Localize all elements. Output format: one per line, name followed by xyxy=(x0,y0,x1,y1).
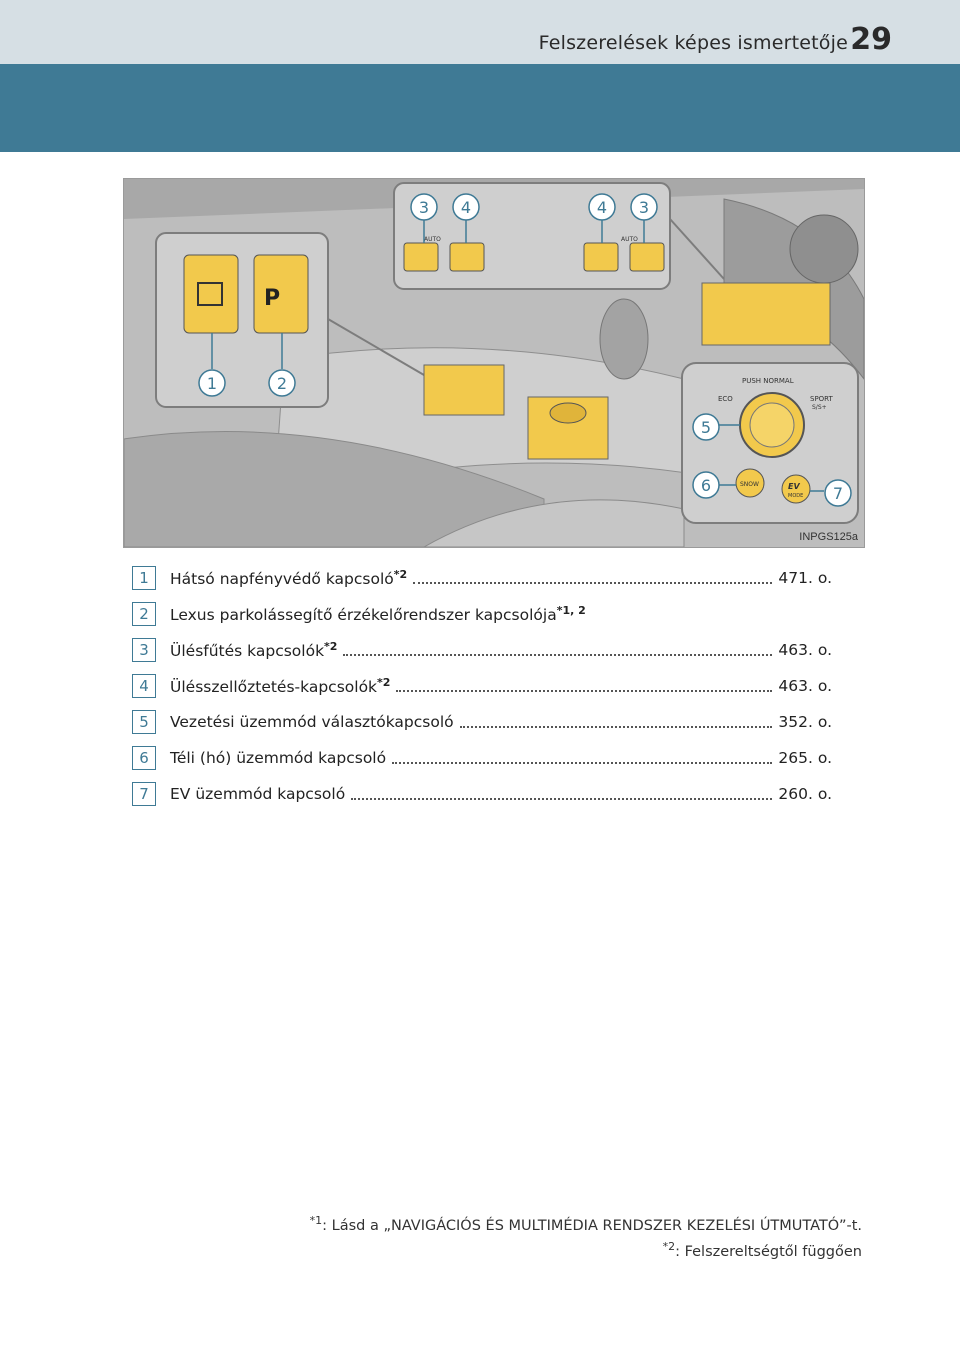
item-label: Hátsó napfényvédő kapcsoló*2 xyxy=(170,567,408,589)
leader-dots xyxy=(351,798,773,800)
page-reference[interactable]: 463. o. xyxy=(778,641,832,659)
header-band xyxy=(0,64,960,152)
footnote-2: *2: Felszereltségtől függően xyxy=(662,1239,862,1260)
footnote-1: *1: Lásd a „NAVIGÁCIÓS ÉS MULTIMÉDIA REN… xyxy=(309,1214,862,1234)
page-reference[interactable]: 463. o. xyxy=(778,677,832,695)
snow-label: SNOW xyxy=(740,481,759,488)
svg-text:3: 3 xyxy=(419,198,429,217)
callout-1: 1 xyxy=(198,369,226,397)
header-bar: Felszerelések képes ismertetője 29 xyxy=(0,0,960,64)
callout-4b: 4 xyxy=(588,193,616,221)
callout-3b: 3 xyxy=(630,193,658,221)
item-number: 5 xyxy=(132,710,156,734)
item-label: Téli (hó) üzemmód kapcsoló xyxy=(170,749,387,767)
list-item: 5 Vezetési üzemmód választókapcsoló 352.… xyxy=(132,704,832,740)
auto-right-label: AUTO xyxy=(621,236,638,243)
dashboard-illustration: P AUTO AUTO PUSH NORMAL ECO SPORT S/S+ S… xyxy=(123,178,865,548)
list-item: 7 EV üzemmód kapcsoló 260. o. xyxy=(132,776,832,812)
page-reference[interactable]: 265. o. xyxy=(778,749,832,767)
leader-dots xyxy=(413,582,773,584)
chapter-title: Felszerelések képes ismertetője xyxy=(538,32,848,54)
leader-dots xyxy=(343,654,773,656)
item-number: 1 xyxy=(132,566,156,590)
item-label: Ülésfűtés kapcsolók*2 xyxy=(170,639,338,661)
callout-2: 2 xyxy=(268,369,296,397)
svg-text:1: 1 xyxy=(207,374,217,393)
callout-6: 6 xyxy=(692,471,720,499)
leader-dots xyxy=(459,726,773,728)
callout-5: 5 xyxy=(692,413,720,441)
illustration-svg: P AUTO AUTO PUSH NORMAL ECO SPORT S/S+ S… xyxy=(124,179,864,547)
callout-4a: 4 xyxy=(452,193,480,221)
page-reference[interactable]: 352. o. xyxy=(778,713,832,731)
svg-text:3: 3 xyxy=(639,198,649,217)
list-item: 2 Lexus parkolássegítő érzékelőrendszer … xyxy=(132,596,832,632)
figure-code: INPGS125a xyxy=(799,531,858,543)
svg-text:4: 4 xyxy=(461,198,471,217)
item-number: 2 xyxy=(132,602,156,626)
item-list: 1 Hátsó napfényvédő kapcsoló*2 471. o. 2… xyxy=(132,560,832,812)
ev-sub-label: MODE xyxy=(788,493,803,499)
item-label: Lexus parkolássegítő érzékelőrendszer ka… xyxy=(170,603,586,625)
list-item: 6 Téli (hó) üzemmód kapcsoló 265. o. xyxy=(132,740,832,776)
leader-dots xyxy=(392,762,773,764)
ev-label: EV xyxy=(788,482,800,491)
item-number: 3 xyxy=(132,638,156,662)
leader-dots xyxy=(396,690,773,692)
list-item: 3 Ülésfűtés kapcsolók*2 463. o. xyxy=(132,632,832,668)
list-item: 4 Ülésszellőztetés-kapcsolók*2 463. o. xyxy=(132,668,832,704)
page-number: 29 xyxy=(850,22,892,57)
svg-text:6: 6 xyxy=(701,476,711,495)
p-label: P xyxy=(264,286,280,311)
item-number: 4 xyxy=(132,674,156,698)
item-number: 6 xyxy=(132,746,156,770)
svg-text:7: 7 xyxy=(833,484,843,503)
page-reference[interactable]: 260. o. xyxy=(778,785,832,803)
svg-text:5: 5 xyxy=(701,418,711,437)
push-normal-label: PUSH NORMAL xyxy=(742,377,794,385)
page-reference[interactable]: 471. o. xyxy=(778,569,832,587)
sport-sub-label: S/S+ xyxy=(812,404,827,411)
item-label: Vezetési üzemmód választókapcsoló xyxy=(170,713,454,731)
footnotes: *1: Lásd a „NAVIGÁCIÓS ÉS MULTIMÉDIA REN… xyxy=(310,1214,862,1266)
callout-7: 7 xyxy=(824,479,852,507)
sport-label: SPORT xyxy=(810,395,834,403)
item-number: 7 xyxy=(132,782,156,806)
callout-3a: 3 xyxy=(410,193,438,221)
svg-text:2: 2 xyxy=(277,374,287,393)
item-label: EV üzemmód kapcsoló xyxy=(170,785,346,803)
list-item: 1 Hátsó napfényvédő kapcsoló*2 471. o. xyxy=(132,560,832,596)
auto-left-label: AUTO xyxy=(424,236,441,243)
svg-text:4: 4 xyxy=(597,198,607,217)
item-label: Ülésszellőztetés-kapcsolók*2 xyxy=(170,675,391,697)
eco-label: ECO xyxy=(718,395,733,403)
